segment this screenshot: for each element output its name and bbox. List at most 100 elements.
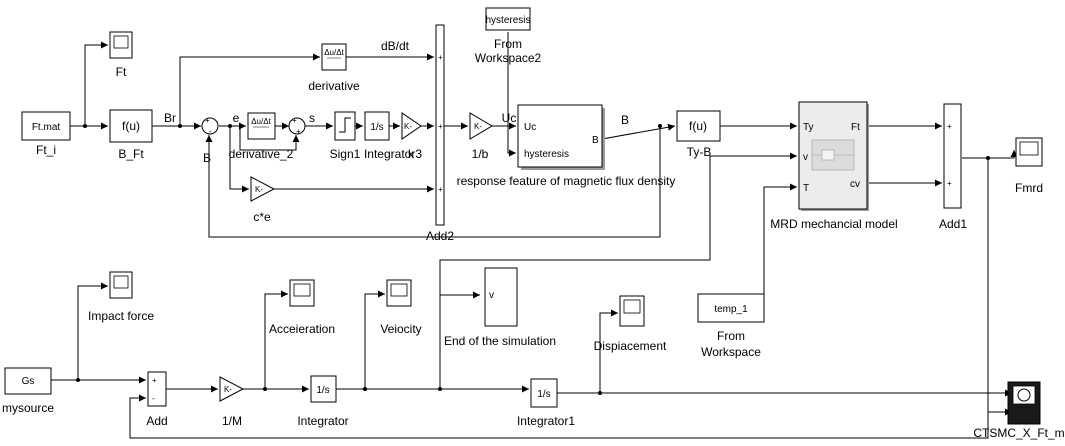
add1-label: Add1 xyxy=(939,217,967,231)
response-feature-label: response feature of magnetic flux densit… xyxy=(457,174,676,188)
scope-impact-force[interactable] xyxy=(109,271,133,299)
add2-plus-1: + xyxy=(438,53,443,62)
gain-k-block[interactable]: K- xyxy=(401,112,422,140)
from-workspace2-block[interactable]: hysteresis xyxy=(485,7,531,31)
gain-ce-block[interactable]: K- xyxy=(250,176,276,202)
sum1-minus: - xyxy=(209,127,212,136)
port-hysteresis-label: hysteresis xyxy=(524,149,569,160)
integrator3-block[interactable]: 1/s xyxy=(364,111,390,141)
integrator-label: Integrator xyxy=(297,414,348,428)
temp-1-label: temp_1 xyxy=(714,304,748,315)
b-feedback-label: B xyxy=(203,151,211,165)
from-file-block-ft-mat[interactable]: Ft.mat xyxy=(21,111,71,141)
scope-ft[interactable] xyxy=(109,31,133,59)
from-ws2-line1: From xyxy=(494,37,522,51)
fcn-ty-b-label: f(u) xyxy=(689,119,707,133)
sum-block-1[interactable]: + - xyxy=(201,116,219,136)
mrd-model-subsystem[interactable]: Ty v T Ft cv xyxy=(798,101,869,211)
sum-block-2[interactable]: + + xyxy=(288,116,306,136)
gain-ce-symbol: K- xyxy=(255,185,263,194)
ctsmc-label: CTSMC_X_Ft_mr xyxy=(973,426,1065,440)
port-ty-label: Ty xyxy=(803,122,814,133)
scope-acceleration[interactable] xyxy=(289,279,315,307)
from-workspace-block[interactable]: temp_1 xyxy=(697,293,765,323)
impact-force-label: Impact force xyxy=(88,309,154,323)
scope-velocity[interactable] xyxy=(386,279,412,307)
scope-displacement[interactable] xyxy=(619,295,645,327)
mrd-model-label: MRD mechancial model xyxy=(770,217,897,231)
fcn-label: f(u) xyxy=(122,119,140,133)
integrator1-symbol: 1/s xyxy=(537,389,550,400)
add2-plus-2: + xyxy=(438,122,443,131)
gs-label: Gs xyxy=(22,376,35,387)
port-cv-label: cv xyxy=(850,179,860,190)
b-output-label: B xyxy=(621,113,629,127)
scope-fmrd[interactable] xyxy=(1015,137,1043,167)
source-block-gs[interactable]: Gs xyxy=(4,367,52,395)
add-plus: + xyxy=(152,376,157,385)
from-ws-line1: From xyxy=(717,329,745,343)
end-simulation-label: End of the simulation xyxy=(444,334,556,348)
integrator-block[interactable]: 1/s xyxy=(310,375,337,403)
uc-signal-label: Uc xyxy=(502,111,517,125)
velocity-label: Veiocity xyxy=(380,322,421,336)
add1-plus-2: + xyxy=(947,179,952,188)
port-b-label: B xyxy=(592,135,599,146)
gain-1m-symbol: K- xyxy=(224,385,232,394)
sign-block[interactable] xyxy=(334,111,356,141)
stop-port-label: v xyxy=(489,290,494,301)
s-signal-label: s xyxy=(309,111,315,125)
k-label: k xyxy=(408,147,415,161)
response-feature-subsystem[interactable]: Uc hysteresis B xyxy=(517,104,605,170)
add2-plus-3: + xyxy=(438,185,443,194)
integrator1-label: Integrator1 xyxy=(517,414,575,428)
integrator-symbol: 1/s xyxy=(316,385,329,396)
gain-1b-label: 1/b xyxy=(472,147,489,161)
stop-simulation-block[interactable]: v xyxy=(484,267,518,327)
derivative-symbol: Δu/Δt xyxy=(324,48,344,57)
integrator1-block[interactable]: 1/s xyxy=(530,378,558,408)
derivative-2-label: derivative_2 xyxy=(229,147,294,161)
sign1-label: Sign1 xyxy=(330,147,361,161)
scope-ctsmc[interactable] xyxy=(1007,381,1041,425)
e-signal-label: e xyxy=(233,111,240,125)
acceleration-label: Acceieration xyxy=(269,322,335,336)
br-signal-label: Br xyxy=(164,111,176,125)
sum2-plus-2: + xyxy=(296,127,301,136)
ft-mat-label: Ft.mat xyxy=(32,122,61,133)
gain-1b-symbol: K- xyxy=(474,122,482,131)
derivative-2-block[interactable]: Δu/Δt xyxy=(247,112,276,140)
fcn-block-ty-b[interactable]: f(u) xyxy=(676,110,721,142)
port-ft-label: Ft xyxy=(851,122,860,133)
integrator3-label: Integrator3 xyxy=(364,147,422,161)
derivative-label: derivative xyxy=(308,79,360,93)
derivative-block[interactable]: Δu/Δt xyxy=(321,43,347,71)
ft-i-label: Ft_i xyxy=(36,143,56,157)
sum2-plus-1: + xyxy=(292,116,297,125)
from-ws2-line2: Workspace2 xyxy=(475,51,542,65)
sum1-plus: + xyxy=(205,116,210,125)
add-label: Add xyxy=(146,414,167,428)
fmrd-label: Fmrd xyxy=(1015,181,1043,195)
hysteresis-source-label: hysteresis xyxy=(485,15,530,26)
port-v-label: v xyxy=(803,152,808,163)
add-minus: - xyxy=(152,394,155,403)
add1-block[interactable]: + + xyxy=(943,103,962,209)
ce-label: c*e xyxy=(253,210,271,224)
ty-b-label: Ty-B xyxy=(687,145,712,159)
gain-1b-block[interactable]: K- xyxy=(469,112,493,140)
add1-plus-1: + xyxy=(947,122,952,131)
gain-1m-block[interactable]: K- xyxy=(219,376,245,402)
mysource-label: mysource xyxy=(2,401,54,415)
add2-block[interactable]: + + + xyxy=(435,24,445,226)
add2-label: Add2 xyxy=(426,229,454,243)
port-uc-label: Uc xyxy=(524,122,536,133)
gain-1m-label: 1/M xyxy=(222,414,242,428)
add-block[interactable]: + - xyxy=(147,371,167,407)
displacement-label: Dispiacement xyxy=(594,339,667,353)
fcn-block-b-ft[interactable]: f(u) xyxy=(109,109,153,143)
gain-k-symbol: K- xyxy=(404,122,412,131)
port-t-label: T xyxy=(803,183,809,194)
from-ws-line2: Workspace xyxy=(701,345,761,359)
